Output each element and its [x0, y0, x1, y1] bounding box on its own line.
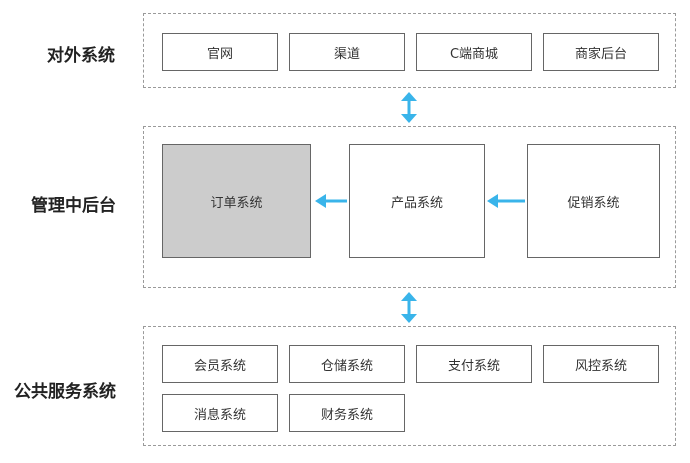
box-warehouse-system-label: 仓储系统	[320, 358, 373, 374]
box-member-system[interactable]: 会员系统	[162, 345, 278, 383]
box-risk-control-system[interactable]: 风控系统	[543, 345, 659, 383]
box-order-system-label: 订单系统	[210, 195, 263, 211]
box-promotion-system-label: 促销系统	[567, 195, 620, 211]
box-c-end-mall[interactable]: C端商城	[416, 33, 532, 71]
box-merchant-backend[interactable]: 商家后台	[543, 33, 659, 71]
external-systems-group: 官网 渠道 C端商城 商家后台	[143, 13, 676, 88]
box-merchant-backend-label: 商家后台	[574, 46, 627, 62]
box-member-system-label: 会员系统	[193, 358, 246, 374]
box-payment-system-label: 支付系统	[447, 358, 500, 374]
box-official-website[interactable]: 官网	[162, 33, 278, 71]
box-message-system[interactable]: 消息系统	[162, 394, 278, 432]
box-c-end-mall-label: C端商城	[449, 46, 499, 62]
box-product-system[interactable]: 产品系统	[349, 144, 485, 258]
box-channel-label: 渠道	[333, 46, 360, 62]
box-official-website-label: 官网	[206, 46, 233, 62]
public-services-group: 会员系统 仓储系统 支付系统 风控系统 消息系统 财务系统	[143, 326, 676, 446]
public-services-label: 公共服务系统	[14, 382, 116, 402]
box-payment-system[interactable]: 支付系统	[416, 345, 532, 383]
box-finance-system-label: 财务系统	[320, 407, 373, 423]
box-product-system-label: 产品系统	[390, 195, 443, 211]
double-arrow-external-management	[401, 92, 417, 123]
box-promotion-system[interactable]: 促销系统	[527, 144, 660, 258]
external-systems-label: 对外系统	[47, 46, 115, 66]
management-label: 管理中后台	[31, 196, 116, 216]
box-message-system-label: 消息系统	[193, 407, 246, 423]
management-group: 订单系统 产品系统 促销系统	[143, 126, 676, 288]
box-order-system[interactable]: 订单系统	[162, 144, 311, 258]
arrow-promotion-to-product	[487, 194, 525, 208]
box-finance-system[interactable]: 财务系统	[289, 394, 405, 432]
double-arrow-management-public	[401, 292, 417, 323]
arrow-product-to-order	[315, 194, 347, 208]
box-channel[interactable]: 渠道	[289, 33, 405, 71]
box-risk-control-system-label: 风控系统	[574, 358, 627, 374]
box-warehouse-system[interactable]: 仓储系统	[289, 345, 405, 383]
